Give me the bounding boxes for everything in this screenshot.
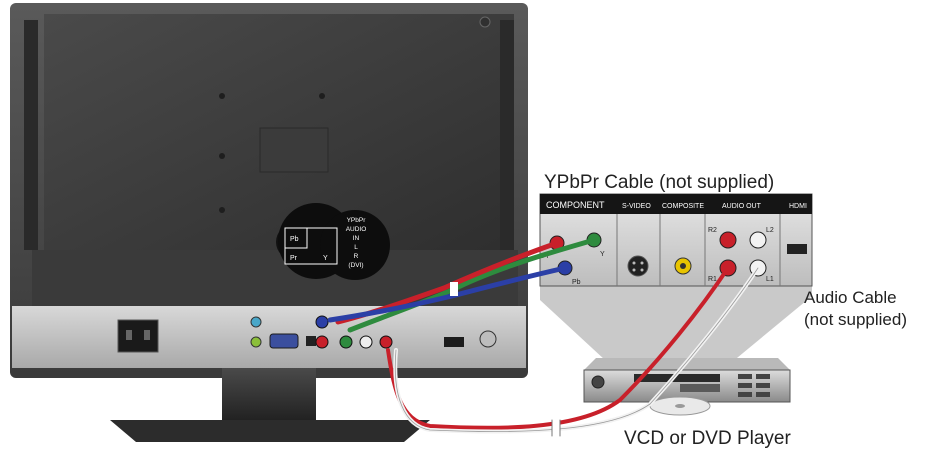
callout-audio-line: IN	[353, 235, 360, 242]
monitor	[10, 3, 528, 442]
audio-cables	[386, 266, 760, 437]
monitor-jack-white	[359, 335, 373, 349]
monitor-jack-blue	[315, 315, 329, 329]
stand-neck	[222, 368, 316, 420]
panel-label-component: COMPONENT	[546, 200, 605, 210]
panel-label-audio-out: AUDIO OUT	[722, 203, 762, 210]
player-label: VCD or DVD Player	[624, 428, 791, 449]
panel-svideo-jack	[627, 255, 649, 277]
panel-audio-l2	[749, 231, 767, 249]
panel-audio-r2	[719, 231, 737, 249]
hdmi-port	[444, 337, 464, 347]
dvd-button	[738, 383, 752, 388]
ypbpr-cable-label: YPbPr Cable (not supplied)	[544, 172, 775, 193]
callout-pr: Pr	[290, 255, 298, 262]
monitor-jack-red2	[379, 335, 393, 349]
audio-cable-label-line1: Audio Cable	[804, 288, 897, 307]
panel-hdmi-port	[787, 244, 807, 254]
panel-label-l2: L2	[766, 227, 774, 234]
panel-label-hdmi: HDMI	[789, 203, 807, 210]
dvd-display	[680, 384, 720, 392]
connector-band	[32, 250, 518, 310]
dvd-button	[738, 374, 752, 379]
dvd-button	[756, 383, 770, 388]
panel-label-r2: R2	[708, 227, 717, 234]
antenna-port	[479, 330, 497, 348]
callout-y: Y	[323, 255, 328, 262]
callout-magnifier: Pb Pr Y YPbPr AUDIO IN L R (DVI)	[276, 203, 390, 280]
panel-header	[540, 194, 812, 214]
audio-cable-label: Audio Cable (not supplied)	[804, 287, 907, 331]
callout-audio-text: YPbPr AUDIO IN L R (DVI)	[346, 217, 367, 269]
vent-right	[500, 20, 514, 250]
cable-break	[450, 282, 458, 296]
monitor-jack-red	[315, 335, 329, 349]
zoom-funnel	[540, 286, 812, 372]
dvd-button	[756, 392, 770, 397]
dvd-button	[738, 392, 752, 397]
panel-label-svideo: S-VIDEO	[622, 203, 651, 210]
vga-port	[269, 333, 299, 349]
audio-cable-label-line2: (not supplied)	[804, 310, 908, 329]
dvd-player	[583, 358, 791, 416]
stand-base	[110, 420, 430, 442]
connector-strip	[12, 306, 526, 368]
callout-pb: Pb	[290, 236, 299, 243]
label-plate	[259, 127, 329, 173]
vent-left	[24, 20, 38, 250]
audio-jack-green	[250, 336, 262, 348]
callout-audio-line: (DVI)	[348, 262, 363, 269]
monitor-jack-green	[339, 335, 353, 349]
dvd-power-button	[591, 375, 605, 389]
callout-audio-line: R	[354, 253, 359, 260]
panel-label-pb: Pb	[572, 279, 581, 286]
cable-blue	[327, 265, 568, 323]
callout-audio-line: AUDIO	[346, 226, 367, 233]
dvd-tray	[634, 374, 720, 382]
callout-audio-line: L	[354, 244, 358, 251]
power-socket	[117, 319, 159, 353]
cable-break	[552, 420, 560, 436]
dvd-button	[756, 374, 770, 379]
audio-jack-blue	[250, 316, 262, 328]
panel-label-l1: L1	[766, 276, 774, 283]
panel-label-composite: COMPOSITE	[662, 203, 704, 210]
player-back-panel: COMPONENT S-VIDEO COMPOSITE AUDIO OUT HD…	[539, 193, 813, 372]
panel-label-y: Y	[600, 251, 605, 258]
callout-audio-line: YPbPr	[347, 217, 367, 224]
panel-label-r1: R1	[708, 276, 717, 283]
